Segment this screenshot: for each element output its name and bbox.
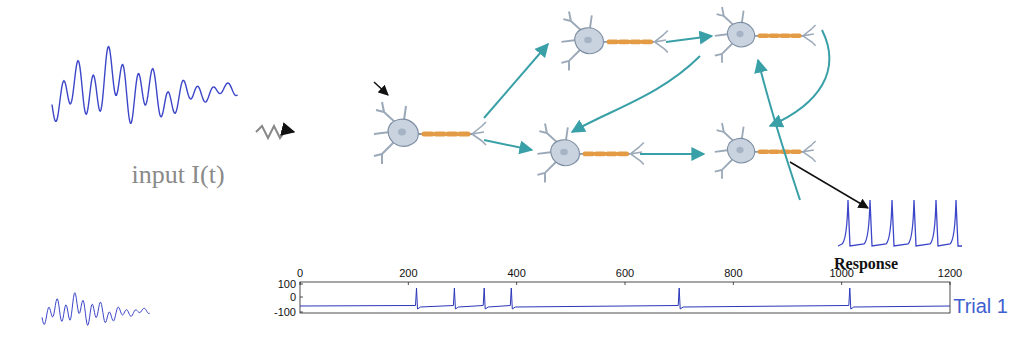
x-tick: 800 <box>724 268 742 279</box>
trial-label: Trial 1 <box>953 296 1008 316</box>
y-tick: 100 <box>278 279 296 290</box>
y-tick: -100 <box>274 307 296 318</box>
x-tick: 400 <box>507 268 525 279</box>
y-tick: 0 <box>290 292 296 303</box>
x-tick: 0 <box>297 268 303 279</box>
input-label: input I(t) <box>131 162 224 188</box>
x-tick: 1200 <box>938 268 962 279</box>
x-tick: 600 <box>616 268 634 279</box>
x-tick: 200 <box>399 268 417 279</box>
x-tick: 1000 <box>829 268 853 279</box>
